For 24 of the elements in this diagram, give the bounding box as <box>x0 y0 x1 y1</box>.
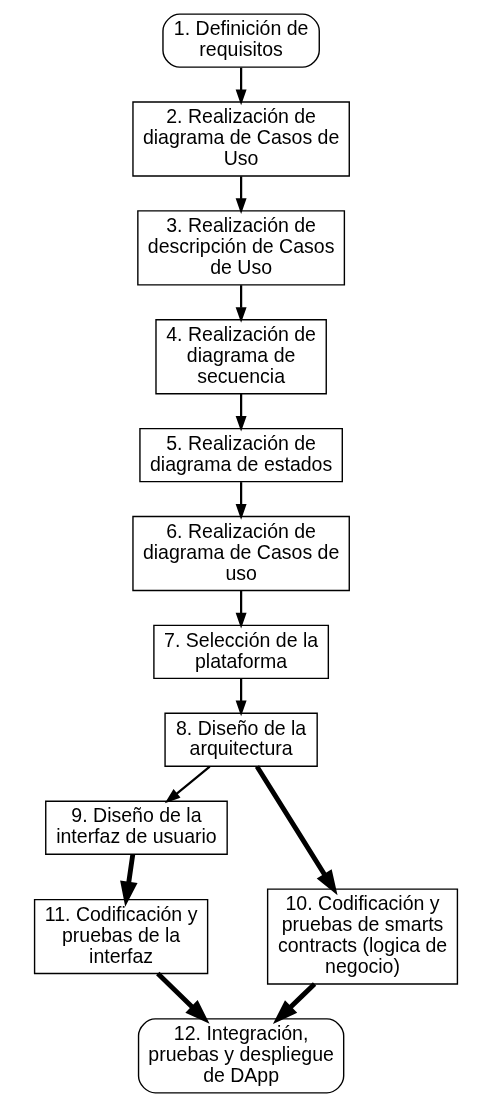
arrow <box>155 971 210 1024</box>
arrow <box>254 765 338 896</box>
arrow <box>272 982 316 1024</box>
node-box: 12. Integración, pruebas y despliegue de DApp <box>137 1018 344 1094</box>
node-box: 5. Realización de diagrama de estados <box>138 427 343 483</box>
arrow <box>119 853 138 907</box>
node-box: 10. Codificación y pruebas de smarts contracts (logica de negocio) <box>266 888 458 985</box>
node-box: 4. Realización de diagrama de secuencia <box>154 319 327 395</box>
arrow <box>235 67 247 106</box>
node-box: 1. Definición de requisitos <box>161 13 320 68</box>
node-box: 11. Codificación y pruebas de la interfaz <box>33 898 208 975</box>
arrow <box>164 765 210 804</box>
arrow <box>235 176 247 214</box>
node-box: 6. Realización de diagrama de Casos de uso <box>131 515 350 592</box>
node-box: 8. Diseño de la arquitectura <box>163 712 318 767</box>
arrow <box>235 482 247 520</box>
arrow <box>235 285 247 323</box>
node-box: 7. Selección de la plataforma <box>152 624 329 680</box>
arrow <box>235 678 247 717</box>
node-box: 2. Realización de diagrama de Casos de Uso <box>131 101 350 177</box>
arrow <box>235 393 247 432</box>
node-box: 3. Realización de descripción de Casos de Uso <box>136 210 345 286</box>
node-box: 9. Diseño de la interfaz de usuario <box>44 800 228 855</box>
arrow <box>235 590 247 629</box>
